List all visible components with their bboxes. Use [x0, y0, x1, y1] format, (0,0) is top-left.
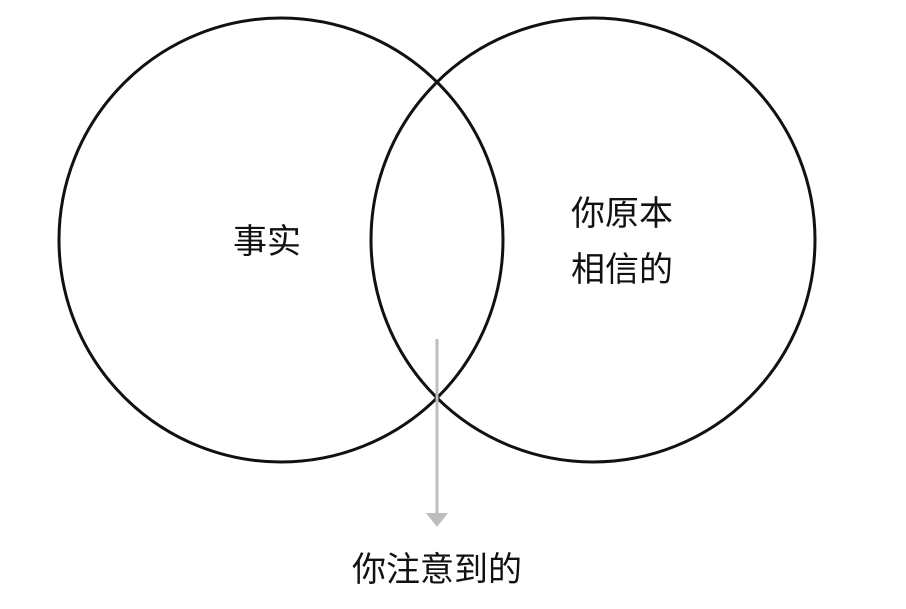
right-circle-label-line2: 相信的: [571, 250, 673, 290]
arrow-head-icon: [426, 513, 448, 527]
intersection-label: 你注意到的: [352, 550, 522, 590]
left-circle-facts: [57, 16, 505, 464]
right-circle-beliefs: [369, 16, 817, 464]
left-circle-label: 事实: [233, 222, 301, 262]
right-circle-label-line1: 你原本: [571, 194, 673, 234]
right-circle-label: 你原本 相信的: [571, 186, 673, 298]
